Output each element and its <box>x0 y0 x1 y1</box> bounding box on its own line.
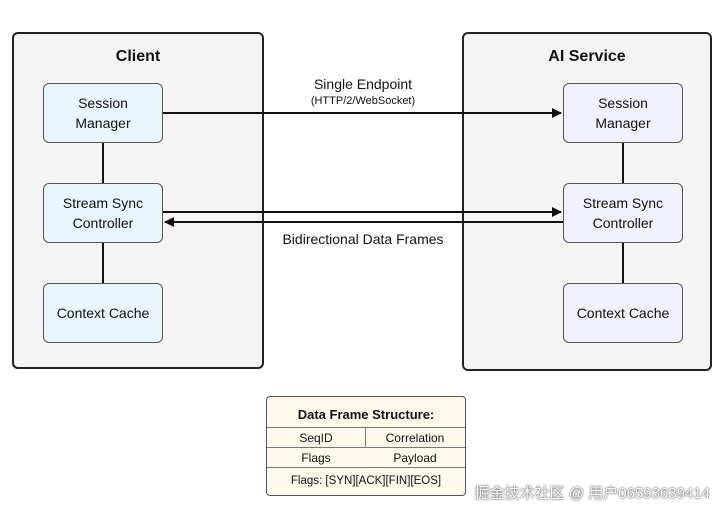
frame-cell-flags: Flags <box>301 451 331 465</box>
client-stream-sync-label: Stream Sync Controller <box>62 195 144 231</box>
client-session-manager-node: Session Manager <box>43 83 163 143</box>
watermark: 掘金技术社区 @ 用户06593639414 <box>474 485 710 502</box>
frame-divider-bottom <box>267 467 465 468</box>
single-endpoint-sublabel: (HTTP/2/WebSocket) <box>310 95 416 107</box>
bidirectional-frames-label: Bidirectional Data Frames <box>282 231 444 247</box>
frame-divider-top <box>267 427 465 428</box>
client-context-cache-node: Context Cache <box>43 283 163 343</box>
service-stream-sync-node: Stream Sync Controller <box>563 183 683 243</box>
frame-cell-seqid: SeqID <box>299 431 333 445</box>
client-title: Client <box>115 48 161 65</box>
service-session-manager-label: Session Manager <box>595 95 651 131</box>
ai-service-title: AI Service <box>548 48 626 65</box>
client-stream-sync-node: Stream Sync Controller <box>43 183 163 243</box>
frame-divider-vertical <box>365 427 366 447</box>
service-session-manager-node: Session Manager <box>563 83 683 143</box>
service-connector-stream-cache <box>622 243 624 283</box>
data-frame-structure-title: Data Frame Structure: <box>297 407 435 422</box>
single-endpoint-label: Single Endpoint <box>313 76 413 92</box>
service-stream-sync-label: Stream Sync Controller <box>582 195 664 231</box>
service-context-cache-node: Context Cache <box>563 283 683 343</box>
service-context-cache-label: Context Cache <box>576 305 670 321</box>
frame-divider-middle <box>267 447 465 448</box>
client-connector-session-stream <box>102 143 104 183</box>
frame-cell-correlation: Correlation <box>385 431 445 445</box>
client-context-cache-label: Context Cache <box>56 305 150 321</box>
service-connector-session-stream <box>622 143 624 183</box>
frame-cell-payload: Payload <box>393 451 437 465</box>
data-frame-structure-box: Data Frame Structure: SeqID Correlation … <box>266 396 466 496</box>
frame-flags-text: Flags: [SYN][ACK][FIN][EOS] <box>290 475 442 487</box>
client-session-manager-label: Session Manager <box>75 95 131 131</box>
client-connector-stream-cache <box>102 243 104 283</box>
